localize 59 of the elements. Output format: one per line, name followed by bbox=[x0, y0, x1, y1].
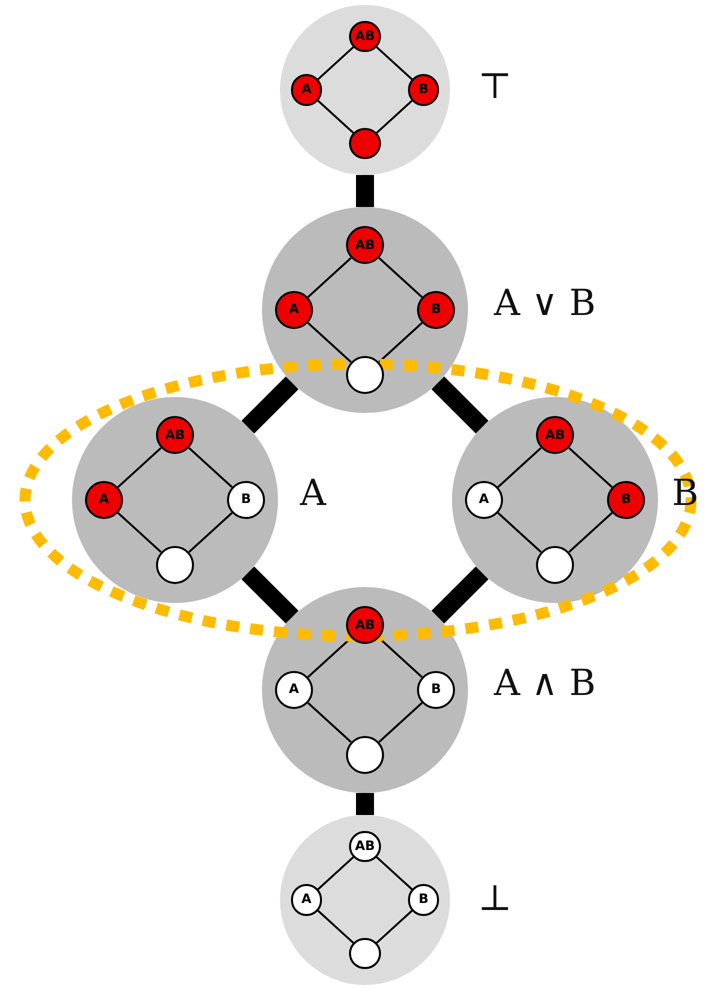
connector-line bbox=[188, 447, 233, 488]
connector-line bbox=[188, 512, 233, 553]
empty-set-circle bbox=[346, 736, 384, 774]
connector-line bbox=[117, 447, 162, 488]
connector-line bbox=[317, 856, 354, 890]
subset-circle: A bbox=[464, 480, 503, 520]
subset-circle: B bbox=[607, 480, 646, 520]
subset-circle: AB bbox=[346, 226, 384, 264]
empty-set-circle bbox=[349, 128, 381, 160]
connector-line bbox=[376, 856, 413, 890]
subset-circle: B bbox=[417, 290, 456, 330]
subset-circle: A bbox=[274, 290, 313, 330]
empty-set-circle bbox=[346, 356, 384, 394]
lattice-label: ⊤ bbox=[478, 66, 512, 107]
lattice-label: A bbox=[300, 473, 326, 514]
dotted-ellipse bbox=[18, 357, 698, 643]
lattice-label: ⊥ bbox=[478, 878, 512, 919]
connector-line bbox=[378, 322, 423, 363]
empty-set-circle bbox=[536, 546, 574, 584]
connector-line bbox=[568, 512, 613, 553]
lattice-edge bbox=[431, 566, 489, 624]
connector-line bbox=[497, 447, 542, 488]
lattice-label: A ∧ B bbox=[494, 663, 596, 704]
subset-circle: A bbox=[84, 480, 123, 520]
connector-line bbox=[307, 257, 352, 298]
connector-line bbox=[497, 512, 542, 553]
subset-circle: B bbox=[227, 480, 266, 520]
lattice-edge bbox=[431, 376, 489, 434]
subset-circle: B bbox=[417, 670, 456, 710]
lattice-label: B bbox=[672, 473, 698, 514]
connector-line bbox=[378, 257, 423, 298]
connector-line bbox=[376, 100, 413, 134]
subset-circle: B bbox=[408, 884, 440, 916]
lattice-edge bbox=[356, 175, 374, 207]
connector-line bbox=[317, 100, 354, 134]
subset-circle: A bbox=[274, 670, 313, 710]
empty-set-circle bbox=[156, 546, 194, 584]
connector-line bbox=[117, 512, 162, 553]
lattice-label: A ∨ B bbox=[494, 283, 596, 324]
connector-line bbox=[317, 46, 354, 80]
connector-line bbox=[307, 702, 352, 743]
connector-line bbox=[376, 910, 413, 944]
connector-line bbox=[376, 46, 413, 80]
connector-line bbox=[317, 910, 354, 944]
lattice-edge bbox=[241, 566, 299, 624]
connector-line bbox=[568, 447, 613, 488]
connector-line bbox=[378, 702, 423, 743]
lattice-edge bbox=[241, 376, 299, 434]
subset-circle: A bbox=[290, 884, 322, 916]
lattice-edge bbox=[356, 793, 374, 815]
subset-circle: AB bbox=[536, 416, 574, 454]
connector-line bbox=[307, 322, 352, 363]
subset-circle: AB bbox=[349, 830, 381, 862]
subset-circle: B bbox=[408, 74, 440, 106]
subset-circle: AB bbox=[156, 416, 194, 454]
empty-set-circle bbox=[349, 938, 381, 970]
subset-circle: AB bbox=[349, 20, 381, 52]
subset-circle: AB bbox=[346, 606, 384, 644]
subset-circle: A bbox=[290, 74, 322, 106]
